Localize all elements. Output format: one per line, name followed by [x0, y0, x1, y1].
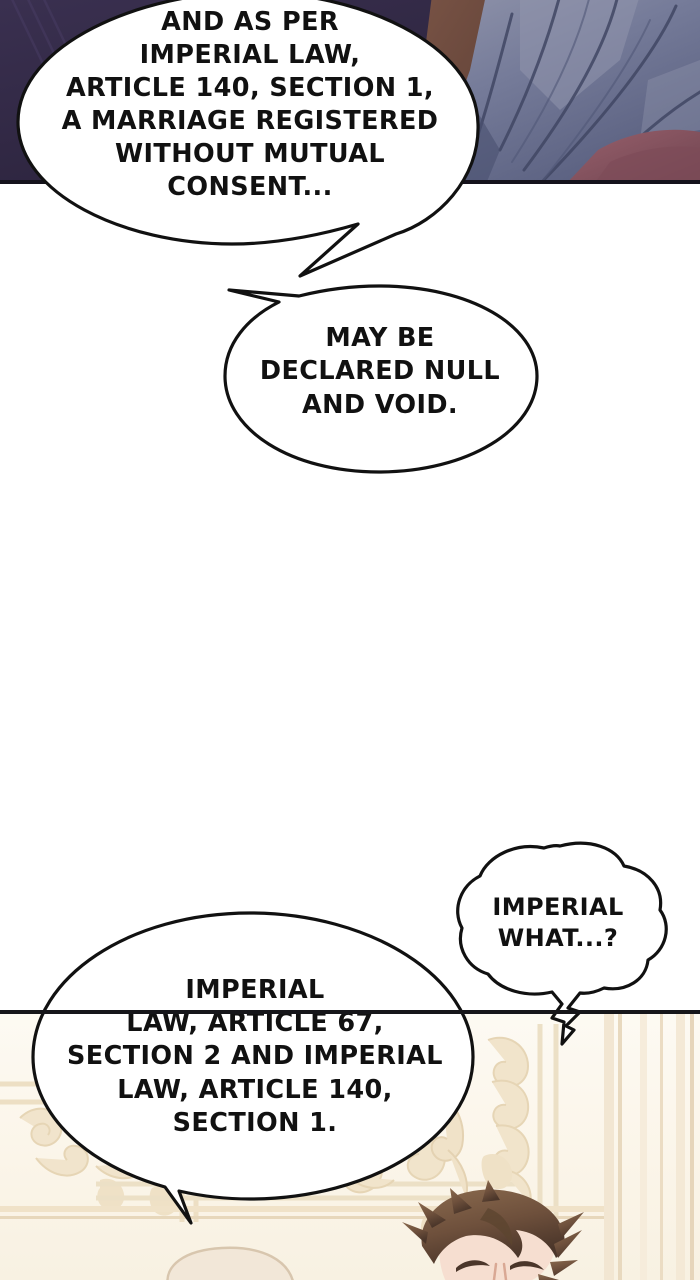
wall-panel-stripe — [604, 1010, 614, 1280]
bubble-outline — [31, 911, 475, 1225]
foreground-shoulder-shape — [150, 1246, 310, 1280]
bubble-outline — [223, 284, 539, 474]
speech-bubble-imperial-law-citation[interactable]: IMPERIAL LAW, ARTICLE 67, SECTION 2 AND … — [25, 905, 485, 1225]
bubble-text-block: IMPERIAL LAW, ARTICLE 67, SECTION 2 AND … — [50, 967, 460, 1147]
bubble-text-block: AND AS PER IMPERIAL LAW, ARTICLE 140, SE… — [35, 0, 465, 210]
bubble-line: ARTICLE 140, SECTION 1, — [65, 72, 435, 103]
bubble-line: LAW, ARTICLE 140, — [117, 1074, 393, 1105]
wall-panel-stripe — [640, 1010, 647, 1280]
speech-bubble-null-and-void[interactable]: MAY BE DECLARED NULL AND VOID. — [215, 278, 545, 488]
bubble-line: CONSENT... — [167, 172, 333, 203]
bubble-line: IMPERIAL — [492, 892, 624, 921]
bubble-line: DECLARED NULL — [259, 356, 501, 387]
bubble-line: AND VOID. — [301, 389, 459, 420]
bubble-outline-wobbly — [456, 841, 668, 1046]
wall-scrollwork-right — [470, 1024, 630, 1224]
bubble-line: MAY BE — [325, 323, 435, 354]
wall-moulding-band — [0, 1206, 604, 1212]
bubble-line: WHAT...? — [497, 924, 619, 952]
brown-haired-character — [392, 1180, 622, 1280]
wall-panel-stripe — [690, 1010, 694, 1280]
bubble-text-block: IMPERIAL WHAT...? — [468, 888, 648, 958]
wall-moulding-band — [0, 1216, 604, 1219]
character-eyebrows — [456, 1260, 544, 1272]
wall-panel-stripe — [660, 1010, 663, 1280]
bubble-line: SECTION 2 AND IMPERIAL — [67, 1041, 443, 1072]
speech-bubble-imperial-law-clause[interactable]: AND AS PER IMPERIAL LAW, ARTICLE 140, SE… — [0, 0, 500, 306]
bubble-line: SECTION 1. — [172, 1107, 338, 1138]
bubble-line: IMPERIAL — [185, 975, 325, 1006]
wall-panel-stripe — [618, 1010, 622, 1280]
bubble-outline — [16, 0, 480, 278]
bubble-text-block: MAY BE DECLARED NULL AND VOID. — [245, 302, 515, 442]
speech-bubble-imperial-what-reaction[interactable]: IMPERIAL WHAT...? — [440, 840, 675, 1046]
bubble-line: A MARRIAGE REGISTERED — [61, 106, 439, 136]
bubble-line: AND AS PER — [161, 6, 339, 37]
bubble-line: IMPERIAL LAW, — [139, 39, 361, 70]
wall-panel-stripe — [676, 1010, 685, 1280]
bubble-line: WITHOUT MUTUAL — [115, 139, 385, 170]
